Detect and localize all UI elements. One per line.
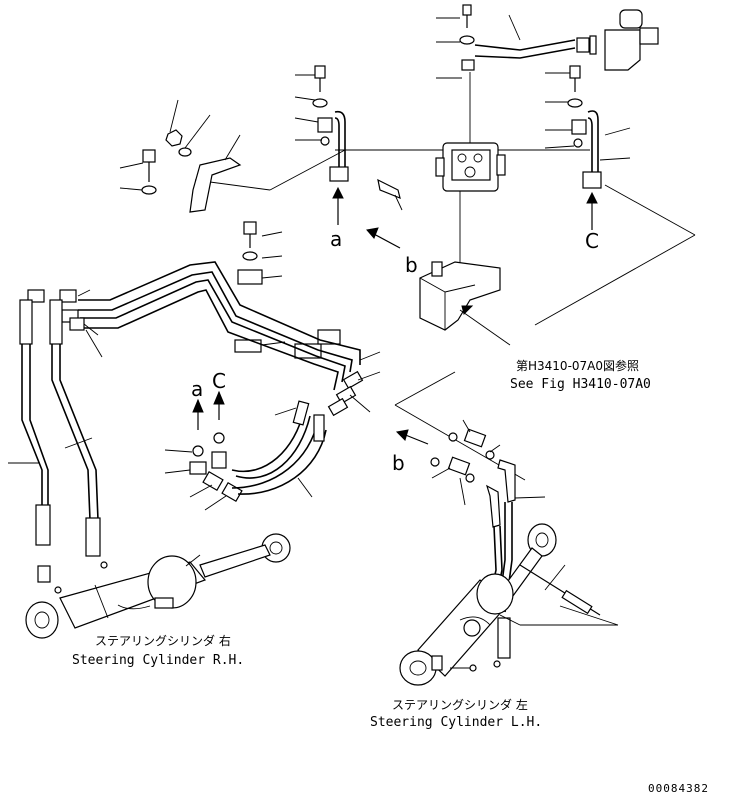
- callout-c-upper: C: [585, 229, 599, 253]
- reference-caption-en: See Fig H3410-07A0: [510, 377, 651, 392]
- valve-mounting-bracket: [419, 261, 511, 346]
- reference-caption-jp: 第H3410-07A0図参照: [516, 358, 639, 373]
- upper-right-pipe: [436, 4, 659, 79]
- callout-b-lower: b: [392, 451, 405, 475]
- lh-cylinder-caption-en: Steering Cylinder L.H.: [370, 715, 542, 730]
- rh-cylinder-caption-en: Steering Cylinder R.H.: [72, 653, 244, 668]
- right-valve-port-pipe: [534, 65, 696, 326]
- rh-cylinder-piping: [8, 299, 327, 594]
- lh-sensor-harness: [499, 564, 619, 626]
- steering-cylinder-lh: [399, 523, 557, 686]
- steering-cylinder-rh: [25, 533, 291, 639]
- tube-clamp-parts: [234, 221, 341, 359]
- lh-cylinder-caption-jp: ステアリングシリンダ 左: [392, 697, 528, 712]
- steering-valve-assembly: [335, 72, 590, 270]
- callout-a-lower: a: [191, 377, 203, 401]
- upper-left-bracket: [119, 99, 242, 213]
- steering-tube-bundle: [27, 261, 381, 417]
- document-number: 00084382: [648, 782, 709, 795]
- callout-b-upper: b: [405, 253, 418, 277]
- left-valve-port-pipe: [194, 65, 403, 249]
- callout-a-upper: a: [330, 227, 342, 251]
- rh-cylinder-caption-jp: ステアリングシリンダ 右: [95, 633, 231, 648]
- callout-c-lower: C: [212, 369, 226, 393]
